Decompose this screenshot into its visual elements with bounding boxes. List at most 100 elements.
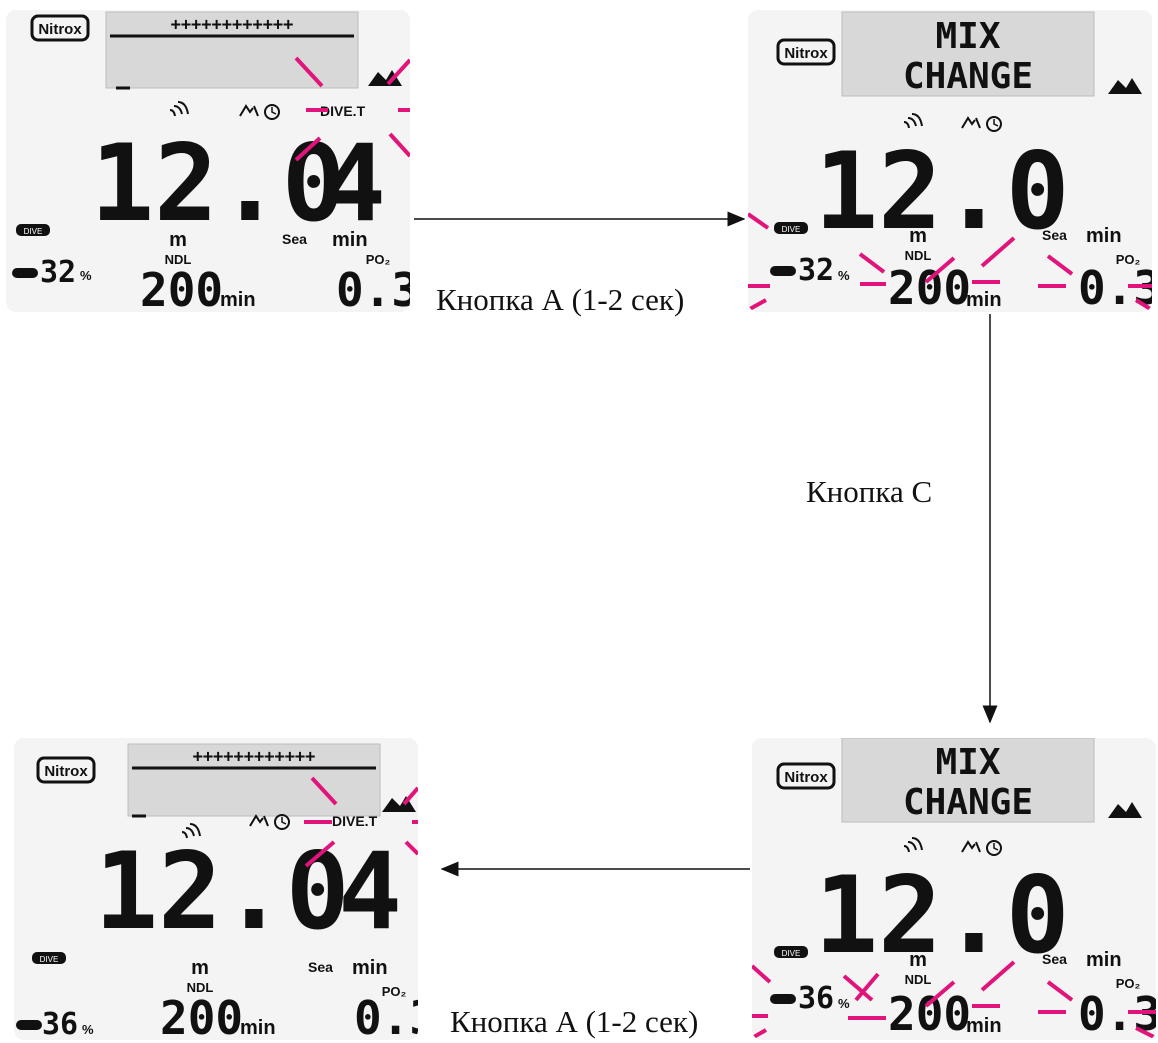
po2-label: PO₂ (1116, 976, 1141, 991)
sea-label: Sea (282, 231, 307, 247)
clock-icon (274, 814, 290, 830)
ascent-icon (961, 116, 981, 129)
depth-unit: m (909, 225, 927, 247)
ascent-icon (961, 840, 981, 853)
nitrox-badge (776, 762, 836, 790)
dot-matrix-panel (841, 738, 1095, 823)
o2-value: 32 (798, 253, 834, 288)
flash-rays-dive-time (294, 56, 410, 162)
clock-icon (264, 104, 280, 120)
lcd-screen-4-svg: Nitrox ++++++++++++ DIVE.T 12.0 4 DIVE m… (16, 743, 418, 1040)
o2-unit: % (80, 268, 92, 283)
min-label: min (332, 229, 368, 251)
ndl-unit: min (966, 289, 1002, 311)
dive-time-label: DIVE.T (332, 813, 378, 829)
top-plus-row: ++++++++++++ (171, 15, 294, 35)
altitude-mountain-icon (368, 70, 402, 86)
ndl-unit: min (240, 1017, 276, 1039)
dive-badge-label: DIVE (782, 225, 801, 234)
nitrox-label: Nitrox (784, 769, 828, 786)
o2-badge (770, 994, 796, 1004)
caption-button-c: Кнопка С (806, 474, 933, 509)
dive-badge (16, 224, 50, 236)
dive-badge (774, 222, 808, 234)
dive-badge-label: DIVE (24, 227, 43, 236)
nitrox-label: Nitrox (44, 763, 88, 780)
nitrox-label: Nitrox (784, 45, 828, 62)
dot-matrix-panel (127, 743, 381, 817)
signal-icon (169, 101, 189, 117)
depth-unit: m (191, 957, 209, 979)
o2-value: 32 (40, 255, 76, 290)
o2-value: 36 (42, 1007, 78, 1040)
message-line-1: MIX (935, 742, 1000, 783)
lcd-screen-2-svg: Nitrox MIX CHANGE 12.0 DIVE m Sea min ND… (748, 11, 1152, 312)
flash-rays-dive-time (304, 776, 418, 868)
depth-value: 12.0 (90, 122, 345, 245)
dive-time-label: DIVE.T (320, 103, 366, 119)
lcd-screen-3: Nitrox MIX CHANGE 12.0 DIVE m Sea min ND… (752, 738, 1156, 1040)
ndl-label: NDL (905, 248, 932, 263)
dive-time-value: 4 (338, 830, 402, 953)
signal-icon (903, 837, 923, 853)
lcd-screen-1-svg: Nitrox ++++++++++++ DIVE.T 12.0 4 DIVE m… (12, 11, 410, 312)
min-label: min (352, 957, 388, 979)
o2-unit: % (838, 268, 850, 283)
o2-badge (16, 1020, 42, 1030)
min-label: min (1086, 949, 1122, 971)
lcd-screen-2: Nitrox MIX CHANGE 12.0 DIVE m Sea min ND… (748, 10, 1152, 312)
o2-value: 36 (798, 981, 834, 1016)
depth-value: 12.0 (814, 854, 1069, 977)
o2-unit: % (82, 1022, 94, 1037)
depth-unit: m (169, 229, 187, 251)
lcd-screen-3-svg: Nitrox MIX CHANGE 12.0 DIVE m Sea min ND… (752, 738, 1156, 1040)
depth-unit: m (909, 949, 927, 971)
dot-matrix-panel (841, 11, 1095, 97)
o2-unit: % (838, 996, 850, 1011)
message-line-2: CHANGE (903, 56, 1033, 97)
depth-value: 12.0 (94, 830, 349, 953)
nitrox-badge (36, 756, 96, 784)
dive-badge (774, 946, 808, 958)
ndl-unit: min (220, 289, 256, 311)
o2-badge (770, 266, 796, 276)
caption-button-a-bottom: Кнопка А (1-2 сек) (450, 1004, 699, 1039)
ndl-value: 200 (140, 263, 223, 312)
depth-value: 12.0 (814, 130, 1069, 253)
po2-label: PO₂ (366, 252, 391, 267)
dot-matrix-panel (105, 11, 359, 89)
nitrox-badge (776, 38, 836, 66)
nitrox-label: Nitrox (38, 21, 82, 38)
o2-badge (12, 268, 38, 278)
dive-badge-label: DIVE (782, 949, 801, 958)
message-line-2: CHANGE (903, 782, 1033, 823)
ascent-icon (239, 104, 259, 117)
altitude-mountain-icon (1108, 78, 1142, 94)
flash-rays-gas-values (748, 212, 1152, 312)
po2-value: 0.3 (354, 991, 418, 1040)
sea-label: Sea (308, 959, 333, 975)
message-line-1: MIX (935, 16, 1000, 57)
clock-icon (986, 116, 1002, 132)
ndl-value: 200 (888, 261, 971, 312)
lcd-screen-1: Nitrox ++++++++++++ DIVE.T 12.0 4 DIVE m… (6, 10, 410, 312)
ndl-value: 200 (888, 987, 971, 1040)
po2-label: PO₂ (382, 984, 407, 999)
sea-label: Sea (1042, 227, 1067, 243)
signal-icon (903, 113, 923, 129)
ndl-label: NDL (905, 972, 932, 987)
ndl-unit: min (966, 1015, 1002, 1037)
dive-time-value: 4 (322, 122, 386, 245)
ndl-label: NDL (165, 252, 192, 267)
nitrox-badge (30, 14, 90, 42)
min-label: min (1086, 225, 1122, 247)
ndl-label: NDL (187, 980, 214, 995)
top-plus-row: ++++++++++++ (193, 747, 316, 767)
dive-badge (32, 952, 66, 964)
sea-label: Sea (1042, 951, 1067, 967)
ndl-value: 200 (160, 991, 243, 1040)
po2-label: PO₂ (1116, 252, 1141, 267)
signal-icon (181, 823, 201, 839)
altitude-mountain-icon (1108, 802, 1142, 818)
caption-button-a-top: Кнопка А (1-2 сек) (436, 282, 685, 317)
